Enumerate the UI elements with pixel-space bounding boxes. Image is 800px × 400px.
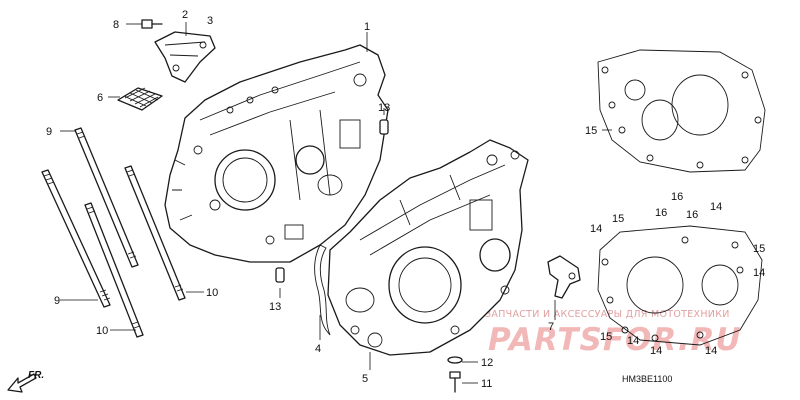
- callout-14-b: 14: [710, 201, 722, 213]
- leader-lines: [60, 22, 612, 384]
- callout-16-b: 16: [655, 207, 667, 219]
- right-crankcase: [327, 139, 529, 356]
- callout-8: 8: [113, 19, 119, 31]
- dowel-pins: [275, 119, 389, 283]
- callout-2: 2: [182, 9, 188, 21]
- bolt-8: [141, 19, 163, 29]
- oil-strainer-screen: [117, 87, 163, 111]
- callout-15-b: 15: [612, 213, 624, 225]
- callout-labels: 1 2 3 4 5 6 7 8 9 9 10 10 11 12 13 13 14…: [46, 9, 765, 390]
- watermark-tagline: ЗАПЧАСТИ И АКСЕССУАРЫ ДЛЯ МОТОТЕХНИКИ: [485, 309, 730, 320]
- cover-gasket-bottom: [597, 225, 763, 346]
- cover-gasket-top: [597, 49, 766, 173]
- callout-9-top: 9: [46, 126, 52, 138]
- callout-16-a: 16: [671, 191, 683, 203]
- callout-15-a: 15: [585, 125, 597, 137]
- callout-4: 4: [315, 343, 321, 355]
- bracket-7: [547, 255, 581, 299]
- direction-label: FR.: [28, 370, 44, 381]
- crankcase-gasket: [314, 244, 331, 336]
- callout-15-c: 15: [753, 243, 765, 255]
- diagram-code: HM3BE1100: [622, 374, 672, 384]
- watermark-logo: PARTSFOR.RU: [488, 322, 742, 358]
- callout-9-bottom: 9: [54, 295, 60, 307]
- callout-6: 6: [97, 92, 103, 104]
- callout-5: 5: [362, 373, 368, 385]
- stud-bolts: [41, 127, 186, 338]
- callout-14-c: 14: [753, 267, 765, 279]
- callout-3: 3: [207, 15, 213, 27]
- callout-14-d: 14: [627, 335, 639, 347]
- callout-13-upper: 13: [378, 102, 390, 114]
- front-direction-arrow: FR.: [7, 370, 44, 393]
- callout-16-c: 16: [686, 209, 698, 221]
- callout-13-lower: 13: [269, 301, 281, 313]
- drain-bolt: [447, 356, 463, 393]
- callout-14-a: 14: [590, 223, 602, 235]
- watermark: ЗАПЧАСТИ И АКСЕССУАРЫ ДЛЯ МОТОТЕХНИКИ PA…: [485, 309, 742, 358]
- callout-10-right: 10: [206, 287, 218, 299]
- callout-1: 1: [364, 21, 370, 33]
- callout-12: 12: [481, 357, 493, 369]
- callout-14-f: 14: [705, 345, 717, 357]
- callout-15-d: 15: [600, 331, 612, 343]
- callout-11: 11: [481, 378, 492, 390]
- left-crankcase: [164, 44, 389, 263]
- callout-7: 7: [548, 321, 554, 333]
- callout-10-left: 10: [96, 325, 108, 337]
- callout-14-e: 14: [650, 345, 662, 357]
- oil-guide-plate: [154, 31, 216, 83]
